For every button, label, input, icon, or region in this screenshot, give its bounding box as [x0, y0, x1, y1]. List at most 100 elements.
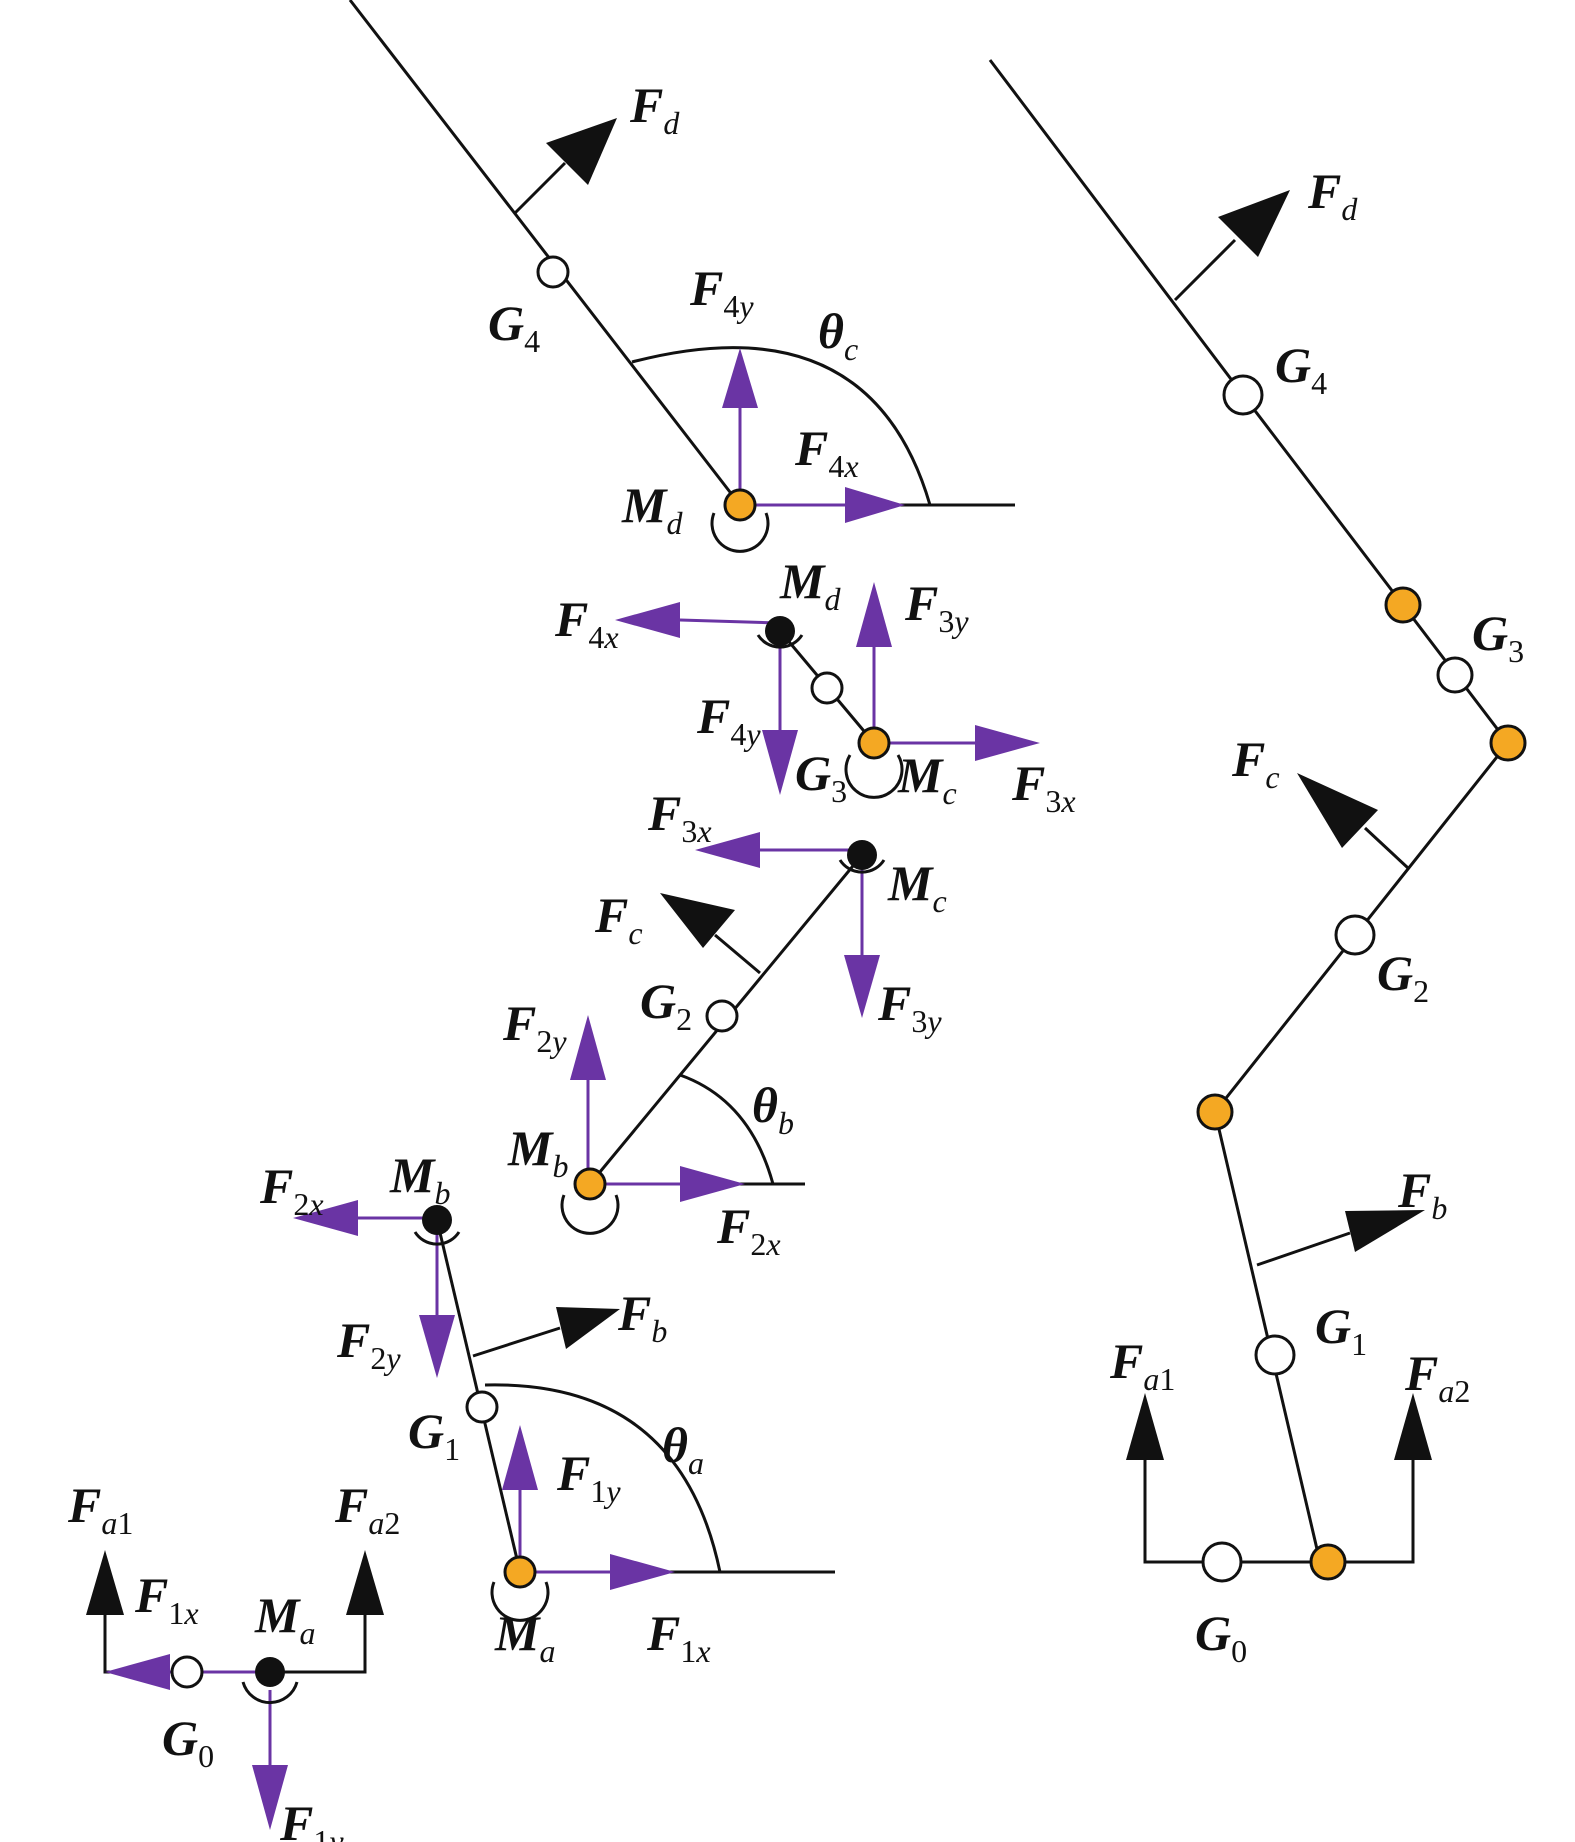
joint-d-right [1384, 586, 1422, 624]
f2y-up-arrow [570, 1015, 606, 1184]
label-30: F1x [646, 1605, 711, 1669]
moment-ma-reaction [241, 1681, 299, 1705]
label-0: Fd [629, 77, 680, 141]
f2x-right-arrow [590, 1166, 745, 1202]
label-13: F3x [647, 785, 712, 849]
f4x-arrow [740, 487, 905, 523]
segment-3-fbd [615, 582, 1040, 799]
angle-arc-theta-a [484, 1383, 722, 1573]
label-24: Fb [617, 1285, 667, 1349]
fb-arrow-right [1256, 1210, 1425, 1267]
link-4 [348, 0, 742, 506]
label-23: Mb [389, 1147, 450, 1211]
label-12: F3x [1011, 755, 1076, 819]
label-3: θc [818, 303, 858, 367]
fd-arrow-right [1173, 190, 1290, 302]
f2x-left-arrow-2 [293, 1200, 423, 1236]
com-g1 [465, 1390, 499, 1424]
label-43: G1 [1315, 1298, 1367, 1362]
label-19: θb [752, 1077, 794, 1141]
f3x-left-arrow-2 [695, 832, 858, 868]
segment-1-fbd [293, 1200, 835, 1622]
joint-a-right [1309, 1543, 1347, 1581]
label-4: F4x [794, 420, 859, 484]
com-g1-right [1254, 1334, 1296, 1376]
f2y-down-arrow-2 [419, 1232, 455, 1378]
label-8: F3y [904, 575, 969, 639]
fc-arrow [660, 893, 761, 975]
label-29: Ma [494, 1605, 555, 1669]
fa2-arrow-head [346, 1550, 384, 1615]
joint-b [573, 1167, 607, 1201]
f3x-right-arrow [874, 725, 1040, 761]
moment-mc-reaction [838, 859, 886, 874]
label-2: F4y [689, 260, 754, 324]
joint-b-reaction [422, 1205, 452, 1235]
fa1-arrow-head [86, 1550, 124, 1615]
com-g3-right [1436, 656, 1474, 694]
label-41: G2 [1377, 945, 1429, 1009]
joint-d [723, 488, 757, 522]
label-26: G1 [408, 1403, 460, 1467]
joint-c [857, 726, 891, 760]
angle-arc-theta-b [679, 1073, 775, 1185]
label-38: G4 [1275, 337, 1327, 401]
moment-md-reaction [756, 634, 804, 649]
f4y-arrow [722, 348, 758, 505]
label-16: F3y [877, 975, 942, 1039]
label-11: Mc [897, 747, 957, 811]
fb-arrow [472, 1307, 620, 1358]
com-g2-right [1334, 914, 1376, 956]
label-21: F2x [716, 1198, 781, 1262]
label-40: Fc [1231, 731, 1280, 795]
f3y-down-arrow-2 [844, 866, 880, 1018]
label-44: Fa1 [1109, 1333, 1175, 1397]
label-45: Fa2 [1404, 1345, 1470, 1409]
f1x-right-arrow [520, 1554, 675, 1590]
com-g4-right [1222, 374, 1264, 416]
label-39: G3 [1472, 605, 1524, 669]
label-15: Fc [594, 887, 643, 951]
com-g2 [705, 999, 739, 1033]
label-32: Fa2 [334, 1477, 400, 1541]
label-25: F2y [336, 1312, 401, 1376]
moment-mb [560, 1194, 620, 1235]
f4y-down-arrow [762, 640, 798, 795]
angle-arc-theta-c [631, 346, 932, 506]
label-6: Md [779, 553, 841, 617]
joint-a [503, 1555, 537, 1589]
joint-c-right [1489, 724, 1527, 762]
label-36: F1y [279, 1795, 344, 1842]
label-1: G4 [488, 295, 540, 359]
com-g0 [170, 1655, 204, 1689]
base-frame-right [1143, 1410, 1415, 1564]
segment-2-fbd [560, 832, 886, 1235]
label-14: Mc [887, 855, 947, 919]
fa1-arrow-head-right [1126, 1393, 1164, 1460]
fd-arrow [513, 118, 617, 215]
label-37: Fd [1307, 163, 1358, 227]
f1y-up-arrow [502, 1425, 538, 1572]
joint-c-reaction [847, 840, 877, 870]
joint-b-right [1196, 1093, 1234, 1131]
label-42: Fb [1397, 1162, 1447, 1226]
label-5: Md [621, 477, 683, 541]
base-fbd [86, 1550, 384, 1830]
label-22: F2x [259, 1158, 324, 1222]
label-31: Fa1 [67, 1477, 133, 1541]
label-28: F1y [556, 1445, 621, 1509]
label-10: G3 [795, 745, 847, 809]
label-35: G0 [162, 1710, 214, 1774]
label-33: F1x [134, 1567, 199, 1631]
label-46: G0 [1195, 1605, 1247, 1669]
com-g0-right [1201, 1541, 1243, 1583]
moment-md [710, 512, 770, 553]
moment-mc [844, 754, 904, 799]
label-20: Mb [507, 1120, 568, 1184]
fa2-arrow-head-right [1394, 1393, 1432, 1460]
label-27: θa [662, 1417, 704, 1481]
joint-d-reaction [765, 616, 795, 646]
com-g3 [810, 671, 844, 705]
label-9: F4y [696, 688, 761, 752]
